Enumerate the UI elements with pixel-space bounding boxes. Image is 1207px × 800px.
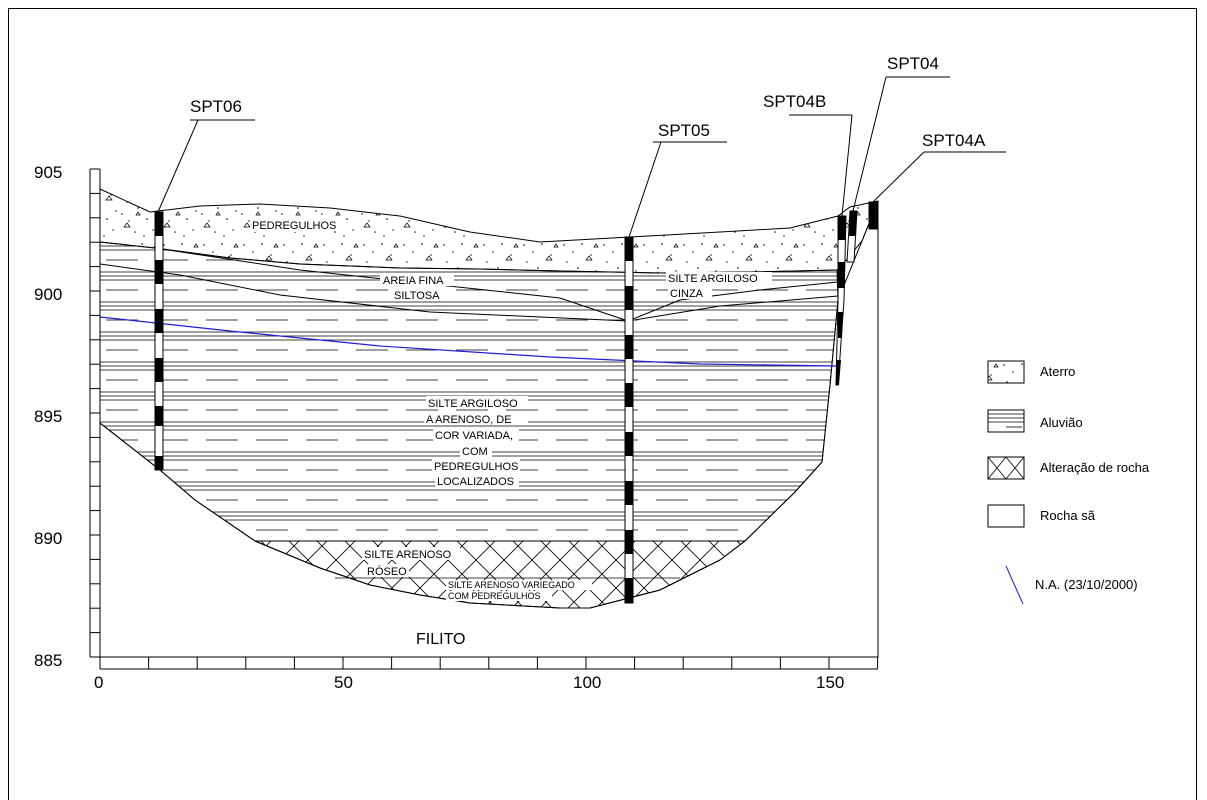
y-tick-895: 895 bbox=[34, 407, 62, 426]
drawing-frame bbox=[8, 8, 1197, 800]
label-silte-var-4: COM bbox=[462, 446, 488, 458]
borehole-label-spt04b: SPT04B bbox=[763, 92, 826, 111]
borehole-spt04a: SPT04A bbox=[868, 131, 1006, 230]
label-variegado-1: SILTE ARENOSO VARIEGADO bbox=[448, 580, 575, 590]
y-axis: 905 900 895 890 885 bbox=[34, 163, 101, 670]
legend-label-aterro: Aterro bbox=[1040, 364, 1075, 379]
borehole-label-spt05: SPT05 bbox=[658, 121, 710, 140]
label-roseo-2: RÓSEO bbox=[367, 565, 407, 578]
y-tick-905: 905 bbox=[34, 163, 62, 182]
borehole-label-spt04: SPT04 bbox=[887, 54, 939, 73]
label-silte-cinza-1: SILTE ARGILOSO bbox=[668, 273, 758, 285]
water-level-legend-line bbox=[1005, 565, 1024, 605]
label-filito: FILITO bbox=[416, 631, 466, 648]
x-tick-150: 150 bbox=[816, 673, 844, 692]
borehole-spt05: SPT05 bbox=[624, 121, 727, 604]
label-roseo-1: SILTE ARENOSO bbox=[364, 549, 452, 561]
borehole-label-spt06: SPT06 bbox=[190, 97, 242, 116]
label-areia-fina-1: AREIA FINA bbox=[383, 275, 444, 287]
borehole-spt06: SPT06 bbox=[154, 97, 255, 471]
legend-label-alteracao: Alteração de rocha bbox=[1040, 460, 1150, 475]
layer-labels: PEDREGULHOS AREIA FINA SILTOSA SILTE ARG… bbox=[250, 218, 772, 648]
label-areia-fina-2: SILTOSA bbox=[394, 290, 440, 302]
label-silte-var-6: LOCALIZADOS bbox=[437, 476, 514, 488]
legend-item-aluviao: Aluvião bbox=[987, 409, 1083, 433]
x-tick-0: 0 bbox=[94, 673, 103, 692]
y-tick-900: 900 bbox=[34, 285, 62, 304]
borehole-spt04b: SPT04B bbox=[763, 92, 853, 386]
legend-item-alteracao: Alteração de rocha bbox=[987, 456, 1150, 480]
legend-label-na: N.A. (23/10/2000) bbox=[1035, 577, 1138, 592]
y-tick-890: 890 bbox=[34, 529, 62, 548]
x-tick-100: 100 bbox=[573, 673, 601, 692]
label-pedregulhos: PEDREGULHOS bbox=[252, 220, 336, 232]
borehole-spt04: SPT04 bbox=[846, 54, 950, 263]
label-silte-var-1: SILTE ARGILOSO bbox=[428, 398, 518, 410]
legend-label-aluviao: Aluvião bbox=[1040, 415, 1083, 430]
aluvial-layer bbox=[99, 241, 839, 542]
y-tick-885: 885 bbox=[34, 651, 62, 670]
label-silte-var-2: A ARENOSO, DE bbox=[426, 414, 512, 426]
fill-layer-aterro bbox=[99, 188, 879, 274]
legend-item-aterro: Aterro bbox=[987, 360, 1075, 384]
label-silte-cinza-2: CINZA bbox=[670, 288, 704, 300]
legend-label-rocha: Rocha sã bbox=[1040, 508, 1096, 523]
label-silte-var-5: PEDREGULHOS bbox=[434, 461, 518, 473]
water-level-line bbox=[99, 316, 839, 367]
x-axis: 0 50 100 150 bbox=[94, 657, 879, 692]
legend-item-rocha: Rocha sã bbox=[987, 504, 1096, 528]
legend: Aterro Aluvião Alteração de rocha Rocha … bbox=[987, 360, 1150, 605]
legend-item-na: N.A. (23/10/2000) bbox=[1005, 565, 1138, 605]
label-silte-var-3: COR VARIADA, bbox=[435, 430, 513, 442]
x-tick-50: 50 bbox=[334, 673, 353, 692]
label-variegado-2: COM PEDREGULHOS bbox=[448, 591, 541, 601]
borehole-label-spt04a: SPT04A bbox=[922, 131, 986, 150]
